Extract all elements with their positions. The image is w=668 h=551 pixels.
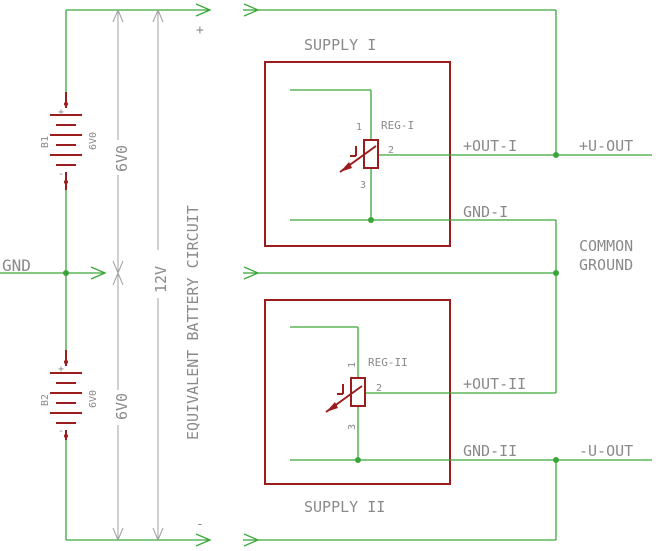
b1-minus: -: [58, 169, 64, 180]
dimension-lines: [112, 8, 164, 542]
gnd-label: GND: [2, 256, 31, 275]
u-out-pos-label: +U-OUT: [579, 137, 633, 155]
dim-b1-label: 6V0: [113, 145, 131, 172]
reg-ii-pin2: 2: [376, 383, 382, 394]
distribution-wires: [258, 9, 652, 541]
reg-i-label: REG-I: [381, 119, 414, 132]
reg-ii-pin1: 1: [347, 362, 358, 368]
battery-b1: + - B1 6V0: [40, 92, 99, 190]
b1-plus: +: [58, 107, 64, 118]
b2-name: B2: [40, 394, 51, 406]
reg-i-pin3: 3: [360, 180, 366, 191]
out-i-label: +OUT-I: [463, 137, 517, 155]
b1-name: B1: [40, 136, 51, 148]
minus-sign: -: [196, 517, 204, 532]
battery-wires: [0, 9, 210, 541]
reg-ii-label: REG-II: [368, 356, 408, 369]
dim-total-label: 12V: [152, 266, 170, 293]
reg-ii-pin3: 3: [347, 424, 358, 430]
supply-ii: SUPPLY II 1 2 3 REG-II +OUT-II GND-II: [264, 299, 556, 516]
b2-minus: -: [58, 426, 64, 437]
dim-b2-label: 6V0: [113, 393, 131, 420]
gnd-ii-label: GND-II: [463, 442, 517, 460]
supply-i: SUPPLY I 1 2 3 REG-I +OUT-I GND-I: [264, 36, 556, 247]
b2-value: 6V0: [88, 390, 99, 408]
equivalent-circuit-label: EQUIVALENT BATTERY CIRCUIT: [184, 205, 202, 440]
gnd-i-label: GND-I: [463, 203, 508, 221]
common-ground-line1: COMMON: [579, 237, 633, 255]
reg-i-pin1: 1: [356, 122, 362, 133]
port-arrows: [90, 3, 260, 547]
supply-i-title: SUPPLY I: [304, 36, 376, 54]
b1-value: 6V0: [88, 132, 99, 150]
out-ii-label: +OUT-II: [463, 375, 526, 393]
supply-ii-title: SUPPLY II: [304, 498, 385, 516]
b2-plus: +: [58, 364, 64, 375]
battery-b2: + - B2 6V0: [40, 350, 99, 440]
common-ground-line2: GROUND: [579, 256, 633, 274]
reg-i-pin2: 2: [388, 145, 394, 156]
u-out-neg-label: -U-OUT: [579, 442, 633, 460]
plus-sign: +: [196, 23, 204, 38]
